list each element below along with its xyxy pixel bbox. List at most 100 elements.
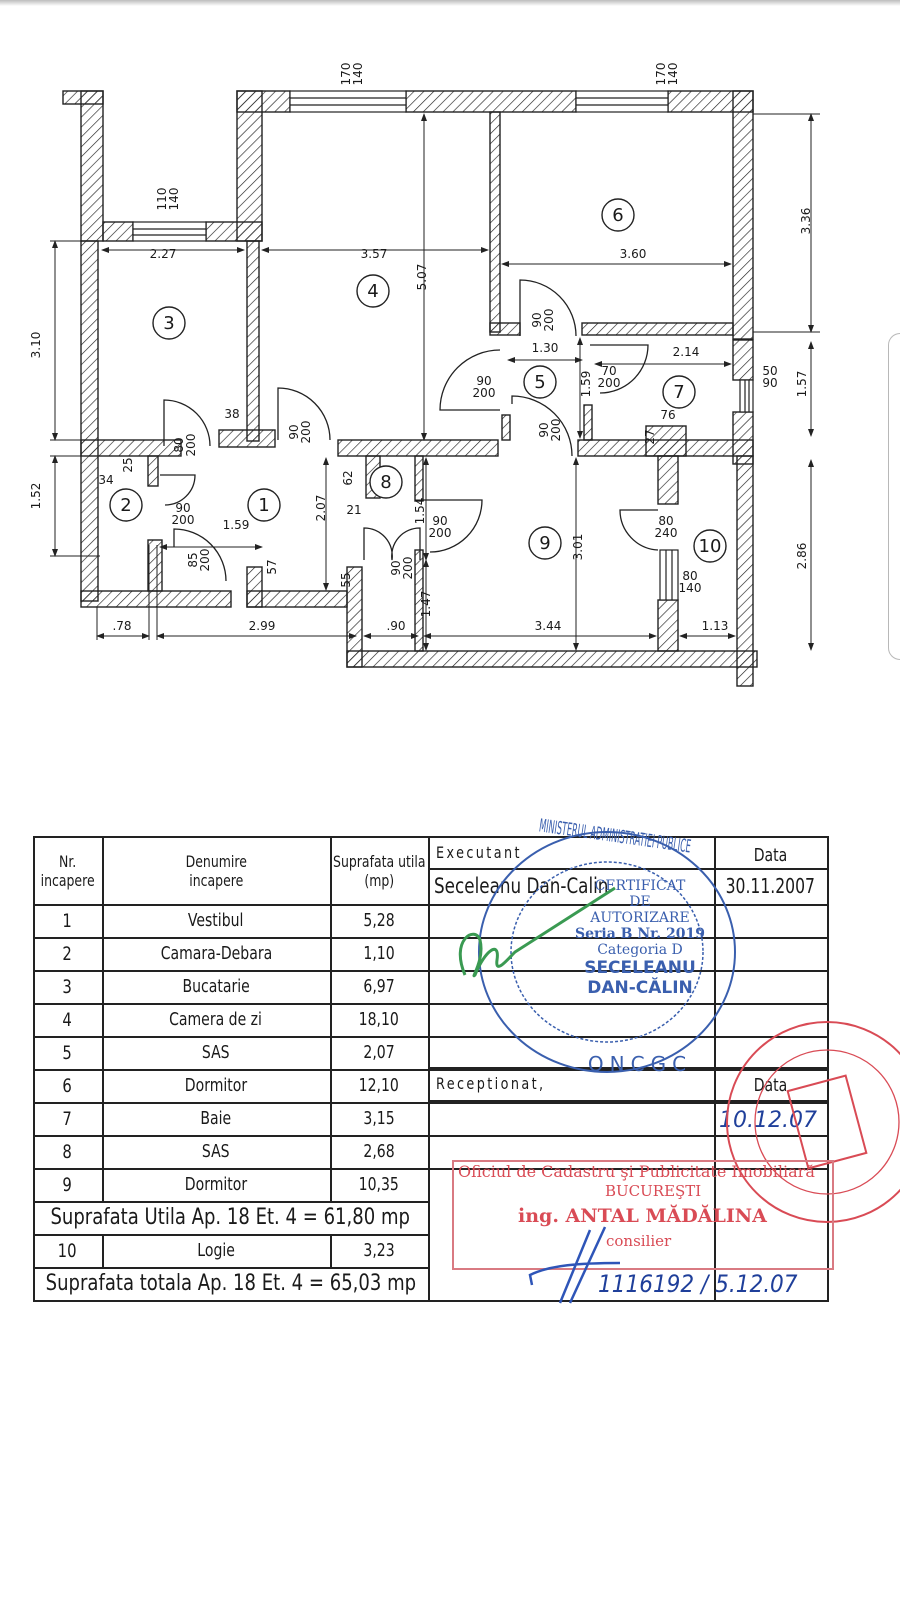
table-divider: [33, 1234, 428, 1236]
opening-size-label: 90200: [287, 421, 313, 444]
subtotal-usable-area: Suprafata Utila Ap. 18 Et. 4 = 61,80 mp: [33, 1201, 428, 1234]
dimension-label: .78: [112, 619, 131, 633]
dimension-label: 1.52: [29, 483, 43, 510]
svg-text:200: 200: [198, 549, 212, 572]
svg-text:200: 200: [172, 513, 195, 527]
opening-size-label: 85200: [186, 549, 212, 572]
svg-text:200: 200: [549, 419, 563, 442]
opening-size-label: 90200: [537, 419, 563, 442]
registration-number: 1116192 / 5.12.07: [598, 1270, 798, 1298]
table-cell-name: SAS: [102, 1135, 330, 1168]
table-divider: [102, 836, 104, 1201]
room-marker-3: 3: [153, 307, 185, 339]
svg-text:1: 1: [258, 495, 269, 516]
dimension-label: 1.57: [795, 371, 809, 398]
office-city: BUCUREŞTI: [605, 1182, 701, 1200]
table-cell-number: 3: [33, 970, 102, 1003]
opening-size-label: 90200: [429, 514, 452, 540]
table-cell-area: 2,68: [330, 1135, 428, 1168]
opening-size-label: 170140: [339, 63, 365, 86]
dimension-label: 2.14: [673, 345, 700, 359]
svg-text:8: 8: [380, 472, 391, 493]
svg-text:200: 200: [473, 386, 496, 400]
side-scroll-handle[interactable]: [888, 333, 900, 660]
dimension-label: 3.10: [29, 332, 43, 359]
table-cell-area: 18,10: [330, 1003, 428, 1036]
table-divider: [33, 836, 35, 1302]
dimension-label: 1.47: [419, 591, 433, 618]
dimension-label: 1.59: [579, 371, 593, 398]
table-divider: [33, 1267, 428, 1269]
table-cell-name: SAS: [102, 1036, 330, 1069]
svg-text:200: 200: [598, 376, 621, 390]
room-marker-1: 1: [248, 489, 280, 521]
dimension-label: 25: [121, 457, 135, 472]
dimension-label: 3.01: [571, 534, 585, 561]
dimension-label: 1.59: [223, 518, 250, 532]
dimension-label: 27: [643, 429, 657, 444]
dimension-label: .90: [386, 619, 405, 633]
table-cell-area: 3,15: [330, 1102, 428, 1135]
opening-size-label: 110140: [155, 188, 181, 211]
svg-text:5: 5: [534, 372, 545, 393]
svg-text:10: 10: [699, 536, 722, 557]
dimension-label: 2.27: [150, 247, 177, 261]
table-divider: [330, 836, 332, 1201]
table-cell-number: 1: [33, 904, 102, 937]
dimension-label: 62: [341, 470, 355, 485]
room-marker-5: 5: [524, 366, 556, 398]
table-cell-area: 3,23: [330, 1234, 428, 1267]
table-cell-number: 2: [33, 937, 102, 970]
room-marker-2: 2: [110, 489, 142, 521]
total-area: Suprafata totala Ap. 18 Et. 4 = 65,03 mp: [33, 1267, 428, 1300]
dimension-label: 1.54: [413, 498, 427, 525]
dimension-label: 1.13: [702, 619, 729, 633]
table-cell-area: 2,07: [330, 1036, 428, 1069]
opening-size-label: 80140: [679, 569, 702, 595]
table-cell-area: 5,28: [330, 904, 428, 937]
svg-text:3: 3: [163, 313, 174, 334]
table-cell-area: 1,10: [330, 937, 428, 970]
room-marker-9: 9: [529, 527, 561, 559]
dimension-label: 76: [660, 408, 675, 422]
table-cell-area: 12,10: [330, 1069, 428, 1102]
opening-size-label: 80200: [172, 434, 198, 457]
table-cell-name: Logie: [102, 1234, 330, 1267]
table-divider: [428, 836, 430, 1302]
walls: [63, 91, 757, 686]
svg-text:140: 140: [666, 63, 680, 86]
opening-size-label: 70200: [598, 364, 621, 390]
dimension-label: 2.99: [249, 619, 276, 633]
room-marker-8: 8: [370, 466, 402, 498]
dimension-label: 55: [339, 572, 353, 587]
table-cell-name: Camera de zi: [102, 1003, 330, 1036]
table-cell-name: Baie: [102, 1102, 330, 1135]
floor-plan: 12345678910 2.273.573.605.073.363.101.30…: [0, 0, 900, 700]
svg-text:200: 200: [429, 526, 452, 540]
dimension-label: 1.30: [532, 341, 559, 355]
header-room-number: Nr.incapere: [33, 838, 102, 904]
svg-text:200: 200: [299, 421, 313, 444]
office-name: Oficiul de Cadastru şi Publicitate Imobi…: [458, 1162, 815, 1181]
opening-size-label: 170140: [654, 63, 680, 86]
dimension-label: 57: [265, 559, 279, 574]
table-cell-name: Vestibul: [102, 904, 330, 937]
table-divider: [330, 1234, 332, 1267]
svg-text:4: 4: [367, 281, 378, 302]
table-cell-number: 6: [33, 1069, 102, 1102]
svg-text:140: 140: [167, 188, 181, 211]
green-signature: [445, 880, 625, 990]
table-cell-name: Dormitor: [102, 1069, 330, 1102]
dimension-label: 21: [346, 503, 361, 517]
header-area: Suprafata utila(mp): [330, 838, 428, 904]
table-cell-number: 10: [33, 1234, 102, 1267]
table-cell-area: 6,97: [330, 970, 428, 1003]
opening-size-label: 80240: [655, 514, 678, 540]
dimension-label: 38: [224, 407, 239, 421]
svg-text:2: 2: [120, 495, 131, 516]
table-cell-area: 10,35: [330, 1168, 428, 1201]
table-cell-number: 9: [33, 1168, 102, 1201]
table-cell-number: 7: [33, 1102, 102, 1135]
svg-text:6: 6: [612, 205, 623, 226]
table-border: [33, 1300, 827, 1302]
